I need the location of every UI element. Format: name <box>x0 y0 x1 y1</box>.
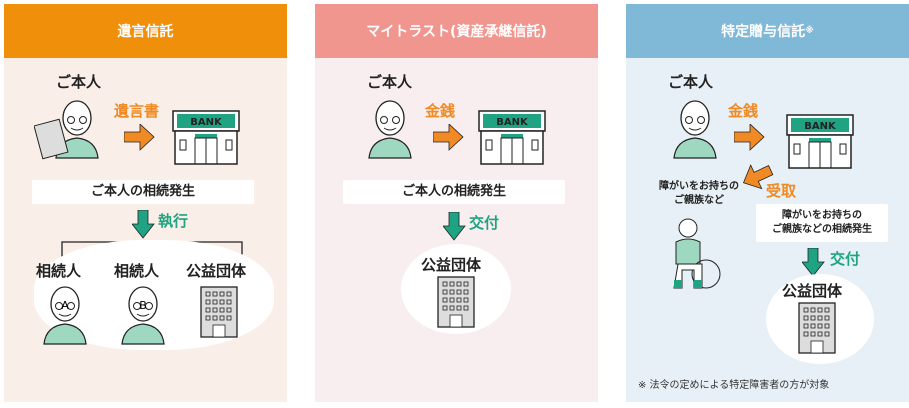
arrow-label: 遺言書 <box>114 102 160 120</box>
bank-icon: BANK <box>478 110 546 165</box>
arrow-label: 金銭 <box>425 102 456 120</box>
panel-title: 遺言信託 <box>4 4 287 58</box>
building-icon <box>200 286 238 338</box>
recipient-label: 公益団体 <box>421 256 482 274</box>
panel-my-trust: マイトラスト(資産承継信託) ご本人 金銭 BANK ご本人の相続発生 交付 公… <box>315 4 598 402</box>
svg-text:BANK: BANK <box>190 117 223 128</box>
svg-text:BANK: BANK <box>496 117 529 128</box>
panel-will-trust: 遺言信託 ご本人 遺言書 BANK ご本人の相続発生 執行 相続人 相続人 公益… <box>4 4 287 402</box>
recipient-public-org: 公益団体 <box>186 262 247 280</box>
action-label: 交付 <box>469 214 500 232</box>
svg-text:BANK: BANK <box>804 121 837 132</box>
person-label: ご本人 <box>367 73 413 91</box>
recipient-heir-b: 相続人 <box>114 262 160 280</box>
footnote: ※ 法令の定めによる特定障害者の方が対象 <box>638 380 830 391</box>
arrow-label: 金銭 <box>728 102 759 120</box>
heir-b-icon: B <box>121 286 165 345</box>
heir-a-icon: A <box>43 286 87 345</box>
beneficiary-label: 障がいをお持ちの ご親族など <box>659 181 739 206</box>
right-arrow-icon <box>124 124 155 151</box>
event-box: 障がいをお持ちのご親族などの相続発生 <box>756 204 888 242</box>
panel-specific-gift-trust: 特定贈与信託※ ご本人 金銭 BANK 受取 障がいをお持ちの ご親族など 障が… <box>626 4 909 402</box>
action-label: 執行 <box>158 212 189 230</box>
action-label: 交付 <box>830 250 861 268</box>
person-with-will-icon <box>34 100 99 160</box>
right-arrow-icon <box>734 124 765 151</box>
event-box: ご本人の相続発生 <box>343 180 565 204</box>
panel-title: マイトラスト(資産承継信託) <box>315 4 598 58</box>
person-label: ご本人 <box>56 73 102 91</box>
event-box: ご本人の相続発生 <box>32 180 254 204</box>
bank-icon: BANK <box>786 114 854 169</box>
building-icon <box>798 302 836 354</box>
svg-text:A: A <box>61 299 69 312</box>
panel-title: 特定贈与信託※ <box>626 4 909 58</box>
person-label: ご本人 <box>668 73 714 91</box>
wheelchair-person-icon <box>673 218 721 289</box>
svg-text:B: B <box>139 299 147 312</box>
person-icon <box>673 100 717 159</box>
building-icon <box>437 276 475 328</box>
down-arrow-icon <box>132 210 155 239</box>
bank-icon: BANK <box>172 110 240 165</box>
recipient-heir-a: 相続人 <box>36 262 82 280</box>
receive-label: 受取 <box>766 182 797 200</box>
down-arrow-icon <box>443 212 466 241</box>
person-icon <box>368 100 412 159</box>
recipient-label: 公益団体 <box>782 282 843 300</box>
right-arrow-icon <box>433 124 464 151</box>
